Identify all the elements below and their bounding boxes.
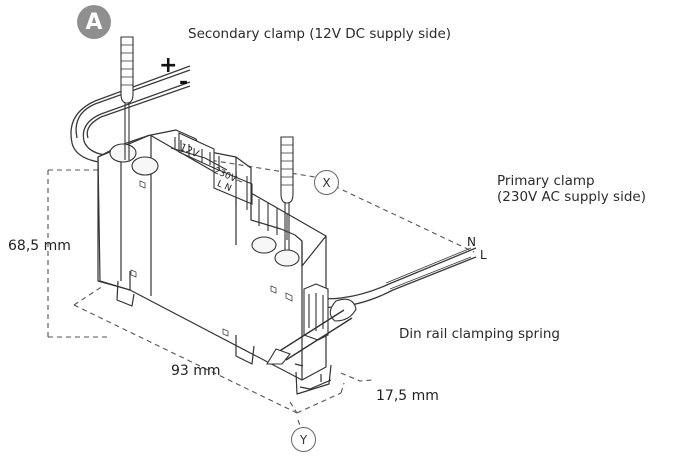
secondary-screwdriver-grip xyxy=(121,44,133,86)
primary-terminal-left xyxy=(251,236,277,254)
positive-wire-inner xyxy=(75,69,191,139)
neutral-wire-inner xyxy=(385,247,472,284)
secondary-clamp-label: Secondary clamp (12V DC supply side) xyxy=(188,26,452,42)
marking-1 xyxy=(139,180,146,189)
primary-terminal-right xyxy=(274,249,300,267)
secondary-wires xyxy=(70,65,191,164)
neutral-terminal-label: N xyxy=(467,235,476,249)
secondary-terminal-right xyxy=(131,156,159,176)
depth-left-extension xyxy=(73,285,104,306)
marking-2 xyxy=(130,269,137,278)
primary-clamp-label-line-1: Primary clamp xyxy=(497,173,595,189)
secondary-screwdriver-shaft xyxy=(124,103,130,160)
din-rail-spring xyxy=(266,283,357,365)
spring-screwdriver-shaft xyxy=(277,309,345,353)
middle-foot xyxy=(235,335,255,365)
depth-end-tick xyxy=(289,401,298,414)
device-markings xyxy=(130,180,293,337)
step-a-badge: A xyxy=(77,5,111,39)
negative-terminal-symbol: - xyxy=(179,70,189,95)
foot-step xyxy=(299,379,332,390)
screwdriver-primary xyxy=(280,136,294,250)
negative-wire-inner xyxy=(86,85,191,139)
width-leader-line xyxy=(340,372,373,382)
y-marker: Y xyxy=(291,427,316,452)
positive-wire xyxy=(70,65,191,164)
marking-3 xyxy=(222,328,229,337)
y-axis-guide xyxy=(297,419,305,437)
primary-screwdriver-grip xyxy=(281,144,293,186)
secondary-screwdriver-handle xyxy=(120,36,134,104)
line-wire-inner xyxy=(389,256,472,290)
negative-wire xyxy=(82,81,191,157)
marking-4 xyxy=(270,285,277,294)
width-right-extension xyxy=(340,382,345,394)
line-terminal-label: L xyxy=(480,248,487,262)
spring-screwdriver-shaft-edge xyxy=(285,317,353,361)
depth-dimension-label: 93 mm xyxy=(171,363,221,379)
positive-terminal-symbol: + xyxy=(159,53,178,78)
height-dimension-label: 68,5 mm xyxy=(8,238,71,254)
screwdriver-secondary xyxy=(120,36,134,160)
spring-screwdriver-tip xyxy=(266,348,291,365)
width-dimension-label: 17,5 mm xyxy=(376,388,439,404)
marking-5 xyxy=(285,292,293,302)
x-marker: X xyxy=(314,170,339,195)
device-left-face xyxy=(97,157,131,291)
width-dimension-line xyxy=(296,392,342,414)
primary-screwdriver-handle xyxy=(280,136,294,204)
din-rail-spring-label: Din rail clamping spring xyxy=(399,326,560,342)
foot-detail xyxy=(294,363,304,367)
right-foot xyxy=(295,364,332,395)
dc-slot-line xyxy=(170,147,228,171)
left-foot xyxy=(116,280,135,307)
primary-clamp-label-line-2: (230V AC supply side) xyxy=(497,189,646,205)
ac-label-block xyxy=(213,167,253,205)
secondary-terminal-left xyxy=(109,143,137,163)
primary-screwdriver-shaft xyxy=(284,203,290,250)
